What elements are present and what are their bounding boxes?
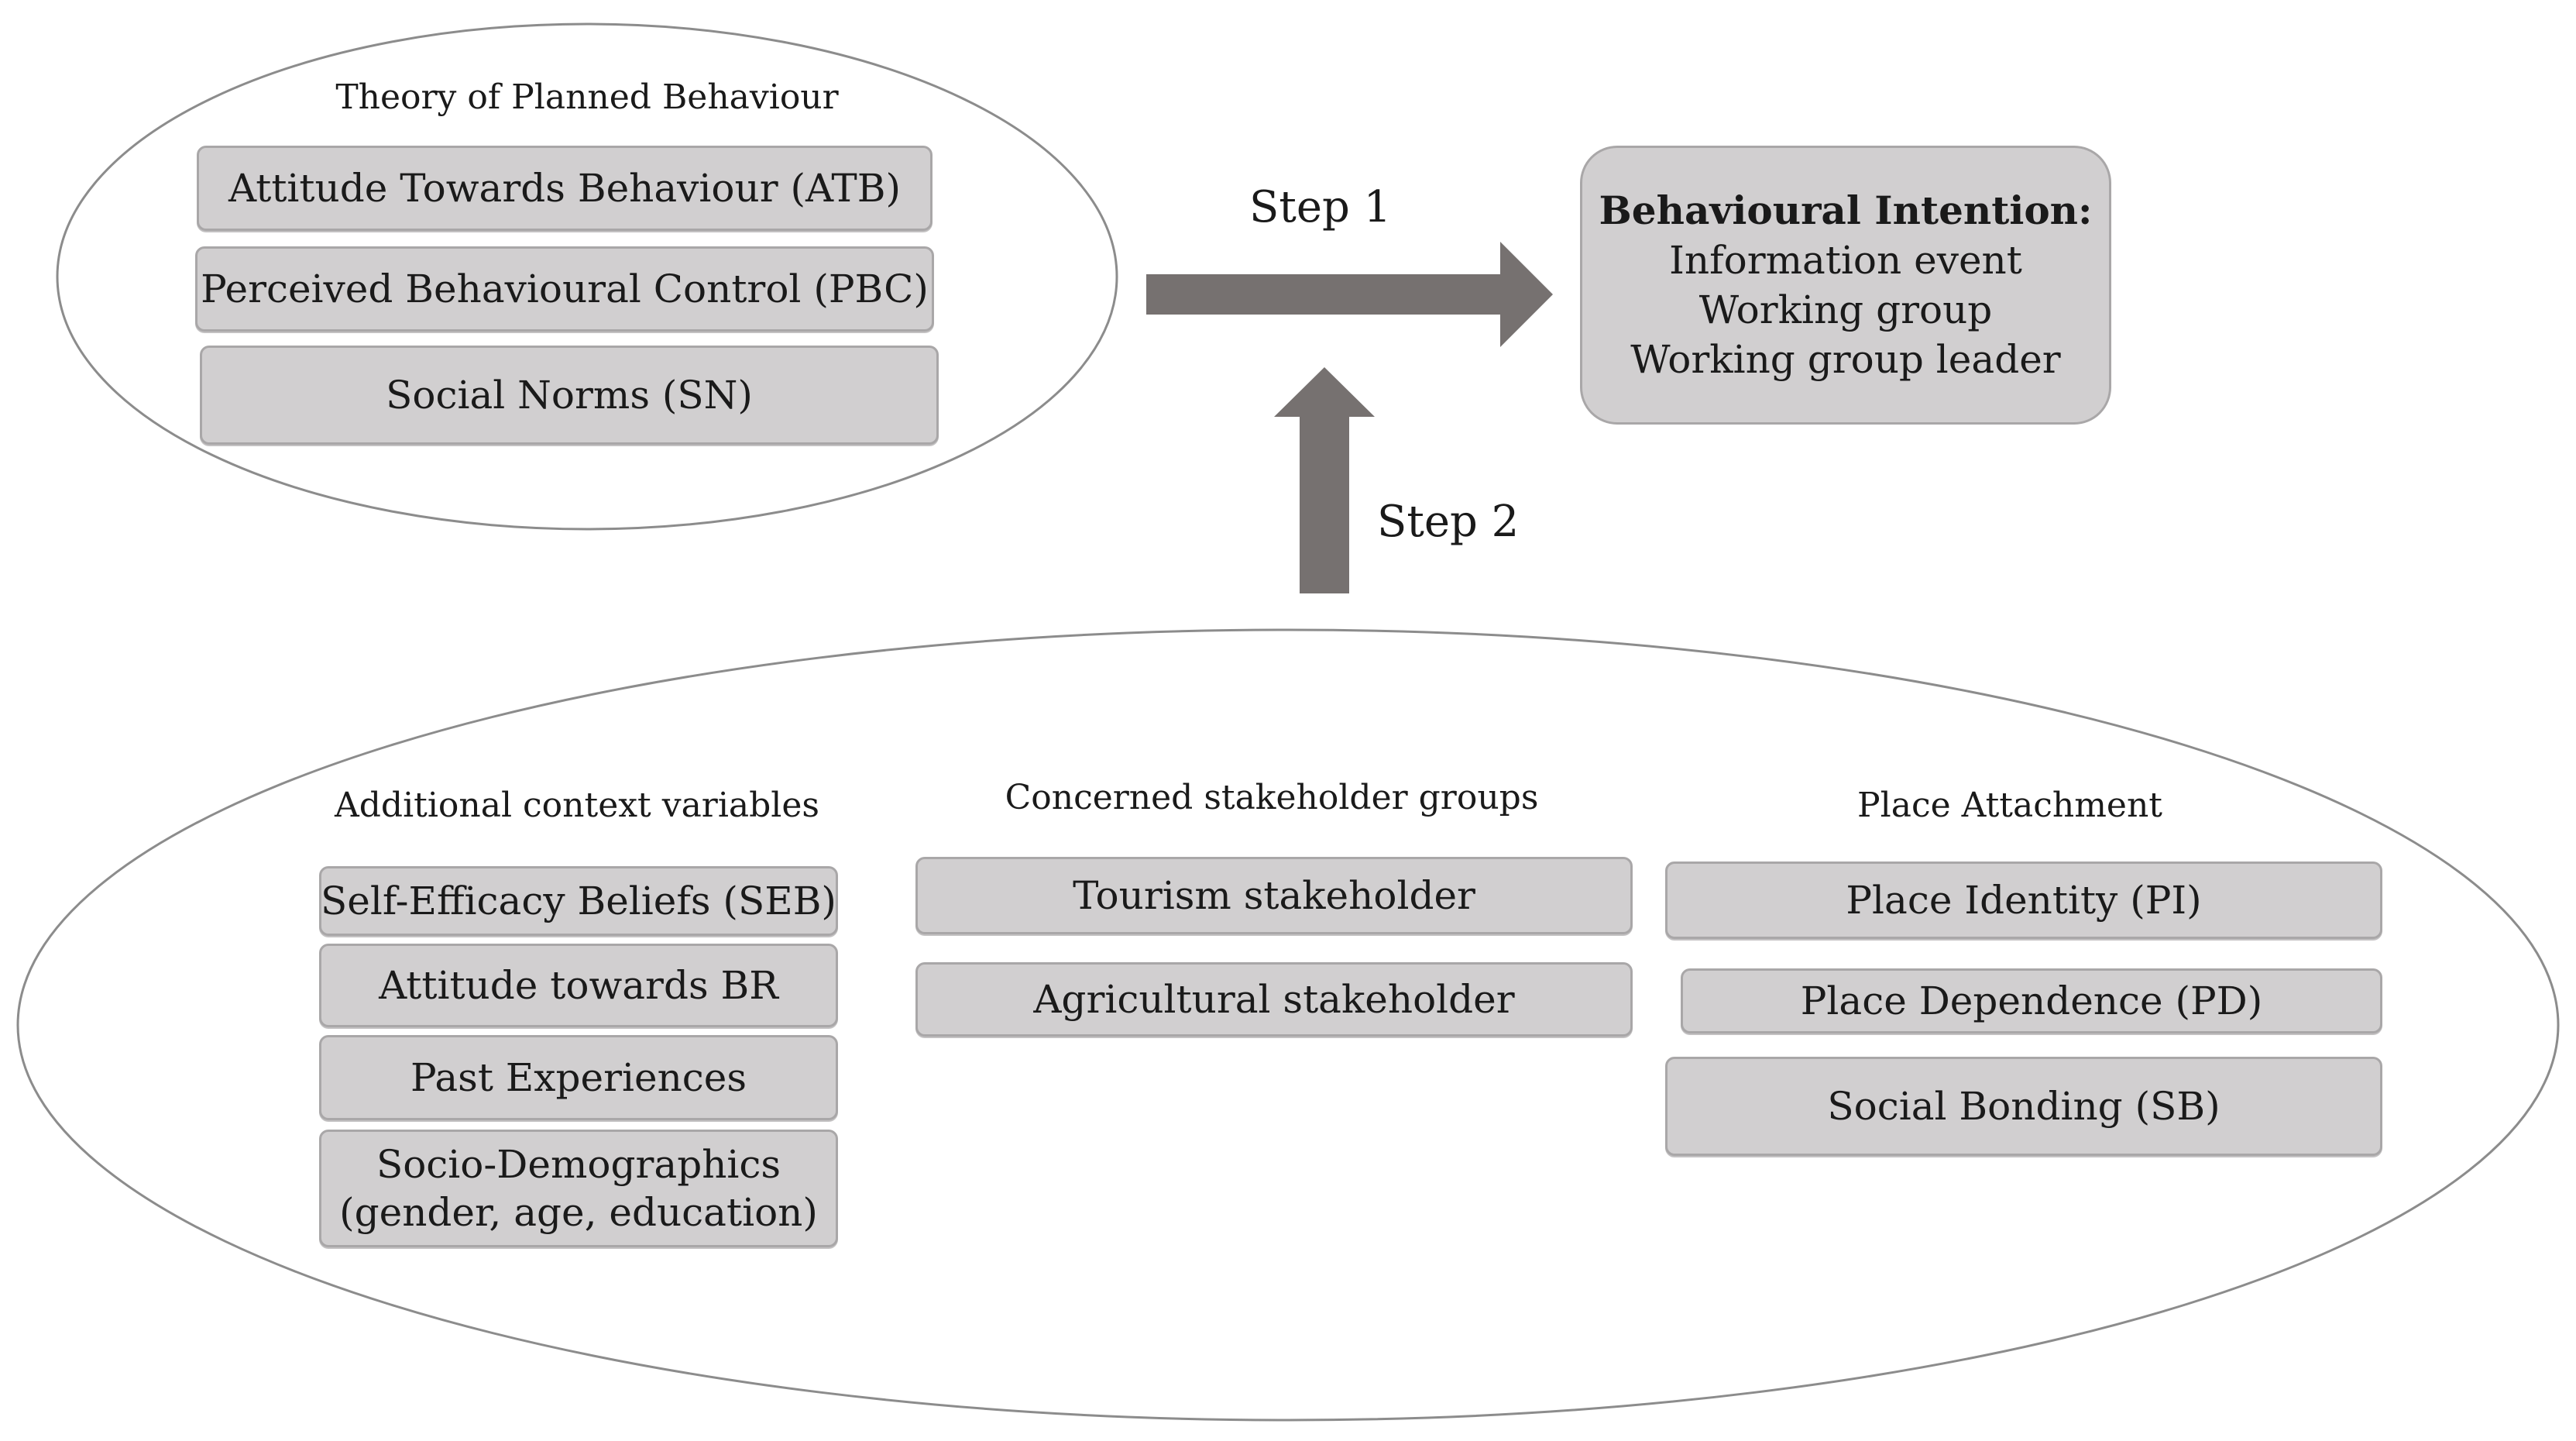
stakeholder-item-agricultural: Agricultural stakeholder xyxy=(915,962,1633,1037)
intention-line-working-group-leader: Working group leader xyxy=(1630,337,2061,382)
step1-label: Step 1 xyxy=(1249,182,1392,232)
tpb-item-sn: Social Norms (SN) xyxy=(200,346,939,445)
intention-line-information-event: Information event xyxy=(1669,238,2022,283)
step2-label: Step 2 xyxy=(1377,497,1520,547)
tpb-ellipse xyxy=(56,22,1118,531)
stakeholder-item-tourism: Tourism stakeholder xyxy=(915,857,1633,934)
context-ellipse xyxy=(16,628,2560,1422)
place-item-sb: Social Bonding (SB) xyxy=(1665,1057,2382,1156)
socio-line-2: (gender, age, education) xyxy=(339,1190,818,1235)
behavioural-intention-box: Behavioural Intention: Information event… xyxy=(1580,146,2111,425)
context-item-past-experiences: Past Experiences xyxy=(319,1035,838,1120)
context-item-attitude-br: Attitude towards BR xyxy=(319,944,838,1027)
context-item-seb: Self-Efficacy Beliefs (SEB) xyxy=(319,866,838,936)
intention-title: Behavioural Intention: xyxy=(1599,187,2093,233)
place-item-pd: Place Dependence (PD) xyxy=(1681,968,2382,1033)
context-title: Additional context variables xyxy=(334,786,819,825)
context-item-socio-demographics: Socio-Demographics (gender, age, educati… xyxy=(319,1130,838,1247)
place-title: Place Attachment xyxy=(1857,786,2162,825)
socio-line-1: Socio-Demographics xyxy=(376,1142,781,1187)
stakeholders-title: Concerned stakeholder groups xyxy=(1005,778,1539,817)
step1-arrow xyxy=(1146,242,1553,347)
intention-line-working-group: Working group xyxy=(1698,287,1993,332)
tpb-item-pbc: Perceived Behavioural Control (PBC) xyxy=(195,246,934,332)
tpb-title: Theory of Planned Behaviour xyxy=(335,77,839,117)
step2-arrow xyxy=(1274,367,1375,593)
tpb-item-atb: Attitude Towards Behaviour (ATB) xyxy=(197,146,933,231)
place-item-pi: Place Identity (PI) xyxy=(1665,862,2382,939)
